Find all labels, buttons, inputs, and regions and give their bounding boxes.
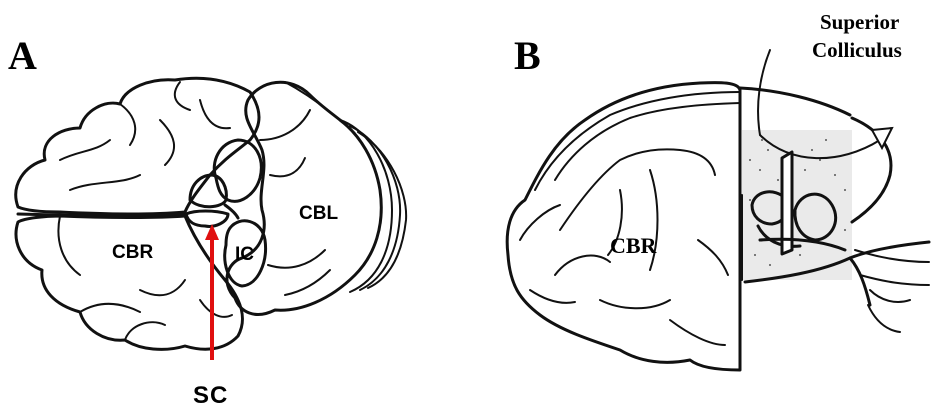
ic-label: IC xyxy=(235,244,254,266)
colliculus-label: Colliculus xyxy=(812,38,902,63)
superior-label: Superior xyxy=(820,10,899,35)
cbr-label-b: CBR xyxy=(610,233,656,259)
cbl-label: CBL xyxy=(299,203,338,225)
cbr-label-a: CBR xyxy=(112,242,153,264)
panel-a-letter: A xyxy=(8,32,37,79)
sc-label: SC xyxy=(193,382,228,410)
cbr-lateral-outline xyxy=(507,83,740,370)
panel-b-letter: B xyxy=(514,32,541,79)
